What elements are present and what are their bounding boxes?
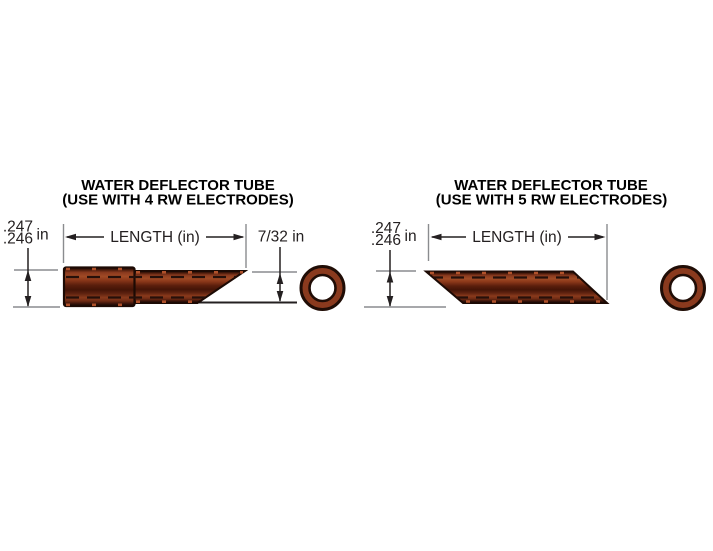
- diameter-min-label: .246: [3, 231, 33, 248]
- extension-lines: [364, 224, 608, 308]
- diameter-unit-label: in: [37, 227, 49, 244]
- tube-sleeve: [62, 266, 136, 308]
- arrowhead-down: [276, 291, 284, 302]
- length-dimension: LENGTH (in): [430, 229, 606, 246]
- diameter-dimension: .247 .246 in: [3, 219, 49, 307]
- length-label: LENGTH (in): [110, 229, 200, 246]
- diameter-max-label: .247: [371, 220, 401, 237]
- tube-cross-section: [299, 265, 346, 311]
- arrowhead-left: [430, 233, 442, 241]
- extension-lines: [13, 224, 297, 308]
- diameter-max-label: .247: [3, 219, 33, 236]
- arrowhead-right: [233, 233, 245, 241]
- tube-drawing: [62, 266, 249, 308]
- arrowhead-down: [24, 296, 32, 307]
- diameter-dimension: .247 .246 in: [371, 220, 417, 307]
- diagram-title-line1: WATER DEFLECTOR TUBE: [81, 177, 275, 194]
- tube-drawing: [423, 270, 610, 304]
- hidden-bore-lines: [66, 275, 243, 299]
- tube-cross-section: [660, 265, 706, 311]
- diagram-5rw-electrodes: WATER DEFLECTOR TUBE (USE WITH 5 RW ELEC…: [364, 177, 706, 311]
- diagram-4rw-electrodes: WATER DEFLECTOR TUBE (USE WITH 4 RW ELEC…: [3, 177, 346, 311]
- diagram-title-line2: (USE WITH 5 RW ELECTRODES): [436, 192, 667, 209]
- edge-tick-marks: [66, 267, 243, 307]
- tip-dimension-label: 7/32 in: [258, 229, 305, 246]
- diagram-title-line1: WATER DEFLECTOR TUBE: [454, 177, 648, 194]
- diameter-min-label: .246: [371, 232, 401, 249]
- diagram-title-line2: (USE WITH 4 RW ELECTRODES): [62, 192, 293, 209]
- diameter-unit-label: in: [405, 228, 417, 245]
- arrowhead-left: [65, 233, 76, 241]
- tip-dimension: 7/32 in: [197, 229, 305, 304]
- arrowhead-up: [386, 271, 394, 283]
- length-dimension: LENGTH (in): [65, 229, 245, 246]
- arrowhead-up: [276, 273, 284, 284]
- arrowhead-up: [24, 270, 32, 281]
- ring-bore: [308, 273, 337, 303]
- length-label: LENGTH (in): [472, 229, 562, 246]
- arrowhead-right: [594, 233, 606, 241]
- arrowhead-down: [386, 296, 394, 307]
- hidden-bore-lines: [430, 276, 604, 299]
- ring-bore: [668, 273, 698, 303]
- tube-body-parallelogram: [423, 270, 610, 304]
